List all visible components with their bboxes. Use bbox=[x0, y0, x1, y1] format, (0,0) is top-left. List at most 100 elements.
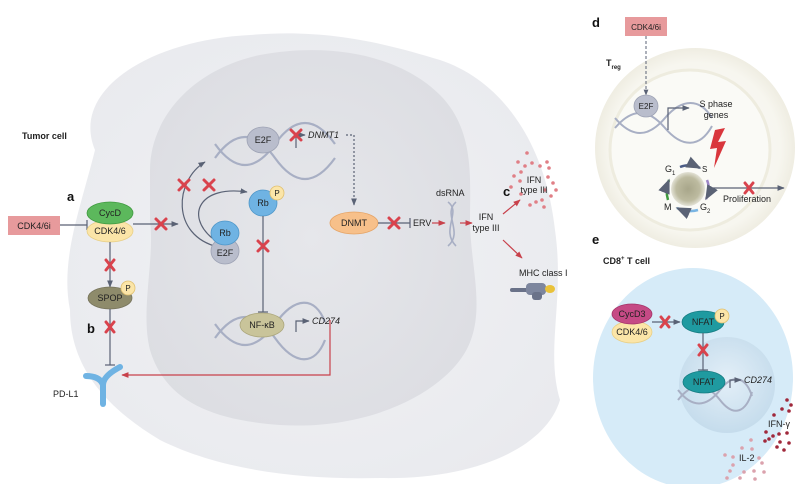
cytokine-dot bbox=[545, 160, 549, 164]
cdk46i-drug-box bbox=[8, 216, 60, 235]
cycd3-node bbox=[611, 303, 653, 325]
cycle-arrow-g2-m bbox=[675, 206, 699, 220]
cytokine-dot bbox=[725, 476, 729, 480]
inhibition-x-icon bbox=[743, 181, 755, 195]
cytokine-dot bbox=[750, 447, 754, 451]
phospho-badge bbox=[714, 308, 730, 324]
cdk46i-label-treg: CDK4/6i bbox=[631, 23, 661, 32]
cytokine-dot bbox=[787, 409, 791, 413]
cytokine-dot bbox=[540, 198, 544, 202]
rb-node bbox=[210, 220, 240, 246]
inhibition-x-icon bbox=[256, 239, 270, 253]
cytokine-dot bbox=[763, 439, 767, 443]
cycd3-label: CycD3 bbox=[618, 309, 645, 319]
cd8-cell-label: CD8+ T cell bbox=[603, 256, 650, 266]
ifn-gamma-dots bbox=[763, 398, 793, 452]
cytokine-dot bbox=[787, 441, 791, 445]
phospho-label: P bbox=[719, 312, 724, 321]
tumor-nucleus bbox=[146, 50, 477, 426]
cytokine-dot bbox=[530, 161, 534, 165]
phospho-label: P bbox=[274, 189, 279, 198]
treg-label: Treg bbox=[606, 58, 621, 71]
cytokine-dot bbox=[740, 446, 744, 450]
lightning-bolt-icon bbox=[710, 128, 726, 168]
s-phase-tss-arrow bbox=[667, 105, 690, 130]
cytokine-dot bbox=[749, 438, 753, 442]
tumor-cell-label: Tumor cell bbox=[22, 131, 67, 141]
panel-label-b: b bbox=[87, 321, 95, 336]
cycd-node bbox=[86, 201, 134, 225]
cell-cycle-icon bbox=[671, 172, 705, 206]
cytokine-dot bbox=[757, 456, 761, 460]
cytokine-dot bbox=[518, 179, 522, 183]
e2f-label: E2F bbox=[255, 135, 272, 145]
cytokine-dot bbox=[723, 453, 727, 457]
cdk46i-label: CDK4/6i bbox=[17, 221, 51, 231]
s-label: S bbox=[702, 165, 707, 174]
inhibition-x-icon bbox=[154, 217, 168, 231]
cytokine-dot bbox=[771, 434, 775, 438]
nfat-label: NFAT bbox=[693, 377, 716, 387]
cytokine-dot bbox=[753, 477, 757, 481]
panel-label-a: a bbox=[67, 189, 75, 204]
dsrna-label: dsRNA bbox=[436, 188, 465, 198]
ifng-label: IFN-γ bbox=[768, 419, 790, 429]
cytokine-dot bbox=[762, 470, 766, 474]
cytokine-dot bbox=[764, 430, 768, 434]
cytokine-dot bbox=[528, 203, 532, 207]
cytokine-dot bbox=[772, 413, 776, 417]
cytokine-dot bbox=[549, 194, 553, 198]
cytokine-dot bbox=[509, 185, 513, 189]
cytokine-dot bbox=[519, 192, 523, 196]
nfkb-node bbox=[239, 312, 285, 338]
dna-helix-icon bbox=[614, 102, 713, 144]
inhibition-x-icon bbox=[289, 128, 303, 142]
cytokine-dot bbox=[767, 437, 771, 441]
cytokine-dot bbox=[785, 398, 789, 402]
rb-phospho-arrow bbox=[198, 188, 248, 239]
cytokine-dot bbox=[543, 188, 547, 192]
cytokine-dot bbox=[738, 476, 742, 480]
cd274-tss-arrow bbox=[295, 318, 310, 332]
s-phase-label-line2: genes bbox=[704, 110, 729, 120]
rb-label: Rb bbox=[219, 228, 231, 238]
phospho-label: P bbox=[125, 284, 130, 293]
cytokine-dot bbox=[778, 440, 782, 444]
cytokine-dot bbox=[775, 445, 779, 449]
ifn-label-line2: type III bbox=[472, 223, 499, 233]
erv-label: ERV bbox=[413, 218, 431, 228]
cytokine-dot bbox=[538, 164, 542, 168]
cdk46-label-cd8: CDK4/6 bbox=[616, 327, 648, 337]
ifn-out-label-line1: IFN bbox=[527, 175, 542, 185]
e2f-bound-label: E2F bbox=[217, 248, 234, 258]
phospho-badge bbox=[269, 185, 285, 201]
treg-nucleus bbox=[608, 68, 772, 232]
g1-label: G1 bbox=[665, 164, 676, 177]
cytokine-dot bbox=[731, 463, 735, 467]
cycle-arrow-s-g2 bbox=[704, 179, 718, 201]
inhibition-x-icon bbox=[697, 343, 709, 357]
ifn-to-mhc-arrow bbox=[502, 239, 523, 259]
inhibition-x-icon bbox=[104, 320, 116, 334]
cytokine-dot bbox=[731, 455, 735, 459]
e2f-node bbox=[246, 126, 280, 154]
inhibition-x-icon bbox=[104, 258, 116, 272]
cytokine-dot bbox=[780, 407, 784, 411]
cytokine-dot bbox=[516, 160, 520, 164]
inhibition-x-icon bbox=[177, 178, 191, 192]
cytokine-dot bbox=[542, 205, 546, 209]
il2-dots bbox=[723, 438, 766, 481]
il2-label: IL-2 bbox=[739, 453, 755, 463]
cd274-to-pdl1-arrow bbox=[121, 320, 331, 378]
ifn-secretion-arrow bbox=[502, 199, 521, 215]
panel-label-d: d bbox=[592, 15, 600, 30]
cytokine-dot bbox=[789, 403, 793, 407]
cytokine-dot bbox=[782, 448, 786, 452]
inhibition-x-icon bbox=[202, 178, 216, 192]
e2f-label-treg: E2F bbox=[639, 102, 654, 111]
cytokine-dot bbox=[534, 200, 538, 204]
cytokine-dot bbox=[752, 469, 756, 473]
panel-label-e: e bbox=[592, 232, 599, 247]
spop-label: SPOP bbox=[97, 293, 122, 303]
